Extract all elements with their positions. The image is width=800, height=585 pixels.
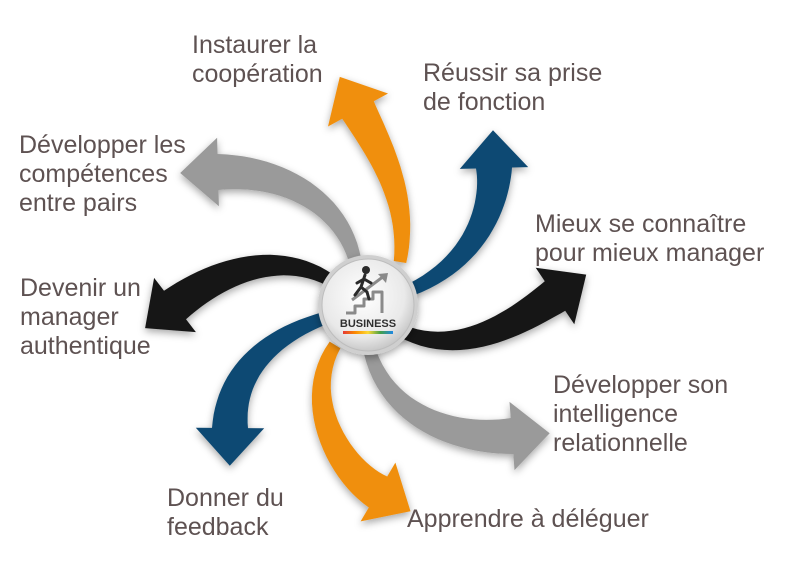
label-line: relationnelle: [553, 429, 688, 457]
label-deleguer: Apprendre à déléguer: [407, 505, 649, 534]
label-line: authentique: [20, 332, 151, 360]
arrow-arm-cooperation: [328, 76, 411, 264]
label-line: de fonction: [423, 88, 546, 116]
label-feedback: Donner du feedback: [167, 484, 284, 542]
center-label: BUSINESS: [340, 318, 396, 330]
label-line: coopération: [192, 60, 323, 88]
arrow-arm-competences: [180, 137, 362, 262]
label-line: entre pairs: [19, 189, 138, 217]
center-hub: BUSINESS: [318, 255, 418, 355]
label-line: feedback: [167, 513, 269, 541]
label-intelligence: Développer son intelligence relationnell…: [553, 371, 728, 458]
arrow-arm-deleguer: [311, 341, 411, 522]
label-line: Donner du: [167, 484, 284, 512]
label-line: intelligence: [553, 400, 679, 428]
label-line: Développer les: [19, 131, 186, 159]
label-prise-fonction: Réussir sa prise de fonction: [423, 59, 602, 117]
label-line: Développer son: [553, 371, 729, 399]
label-line: pour mieux manager: [535, 239, 765, 267]
arrow-arm-authentique: [145, 254, 334, 333]
label-line: Devenir un: [20, 274, 141, 302]
label-cooperation: Instaurer la coopération: [192, 31, 323, 89]
label-line: Réussir sa prise: [423, 59, 603, 87]
arrow-arm-se-connaitre: [397, 267, 587, 351]
pinwheel-arms: [145, 76, 587, 522]
arrow-arm-feedback: [195, 312, 327, 466]
arrow-arm-intelligence: [363, 350, 550, 471]
label-authentique: Devenir un manager authentique: [20, 274, 151, 361]
label-line: compétences: [19, 160, 168, 188]
running-man-stairs-icon: [346, 266, 388, 315]
label-competences: Développer les compétences entre pairs: [19, 131, 186, 218]
label-line: Mieux se connaître: [535, 210, 747, 238]
label-se-connaitre: Mieux se connaître pour mieux manager: [535, 210, 764, 268]
label-line: manager: [20, 303, 119, 331]
label-line: Instaurer la: [192, 31, 318, 59]
label-line: Apprendre à déléguer: [407, 505, 649, 533]
arrow-arm-prise-fonction: [407, 130, 529, 296]
